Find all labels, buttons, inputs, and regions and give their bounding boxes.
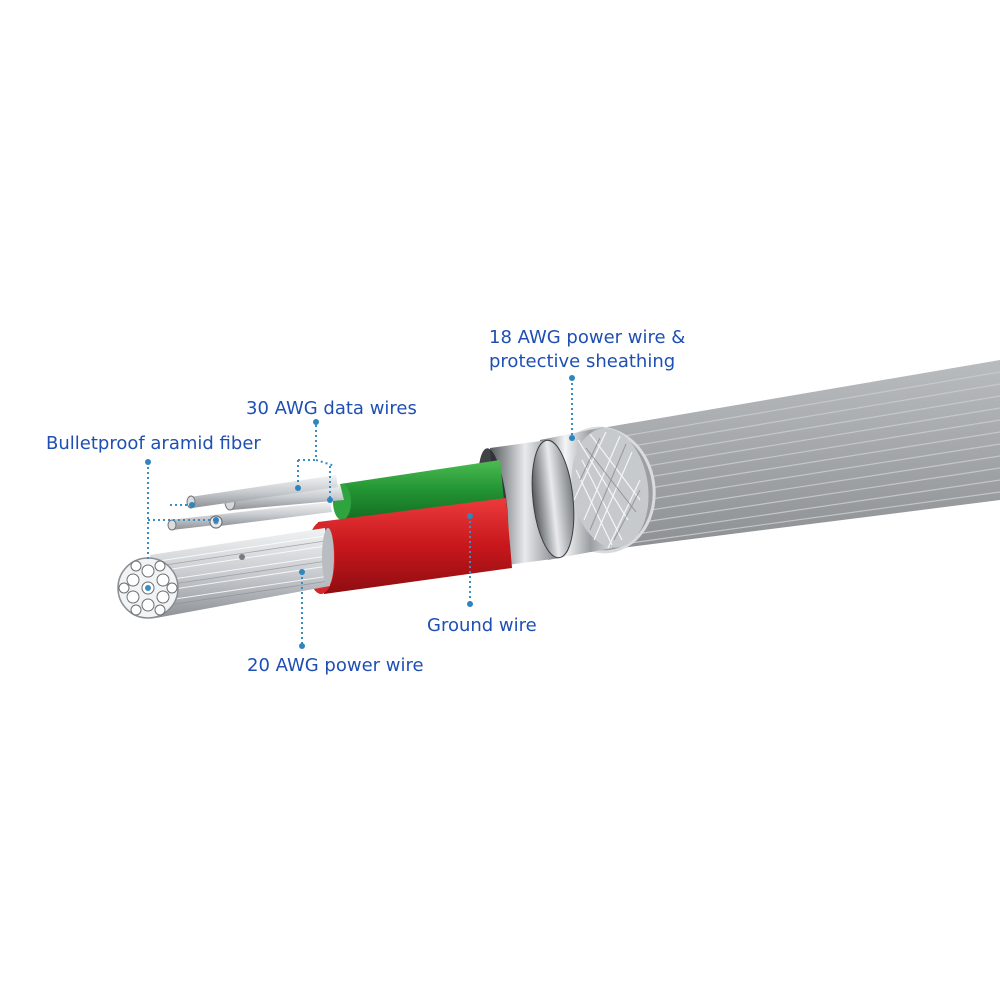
label-power-sheathing: 18 AWG power wire & protective sheathing xyxy=(489,326,685,374)
label-aramid-fiber: Bulletproof aramid fiber xyxy=(46,433,261,454)
label-power-sheathing-line1: 18 AWG power wire & xyxy=(489,327,686,348)
leader-dots xyxy=(145,375,575,649)
label-data-wires: 30 AWG data wires xyxy=(246,398,417,419)
label-power-sheathing-line2: protective sheathing xyxy=(489,351,676,372)
label-ground-wire: Ground wire xyxy=(427,615,537,636)
label-power-wire-20: 20 AWG power wire xyxy=(247,655,424,676)
leader-lines xyxy=(147,378,573,646)
leader-data-wires xyxy=(315,420,336,467)
data-wire-strands xyxy=(167,475,338,531)
power-conductor-bundle xyxy=(117,528,334,619)
